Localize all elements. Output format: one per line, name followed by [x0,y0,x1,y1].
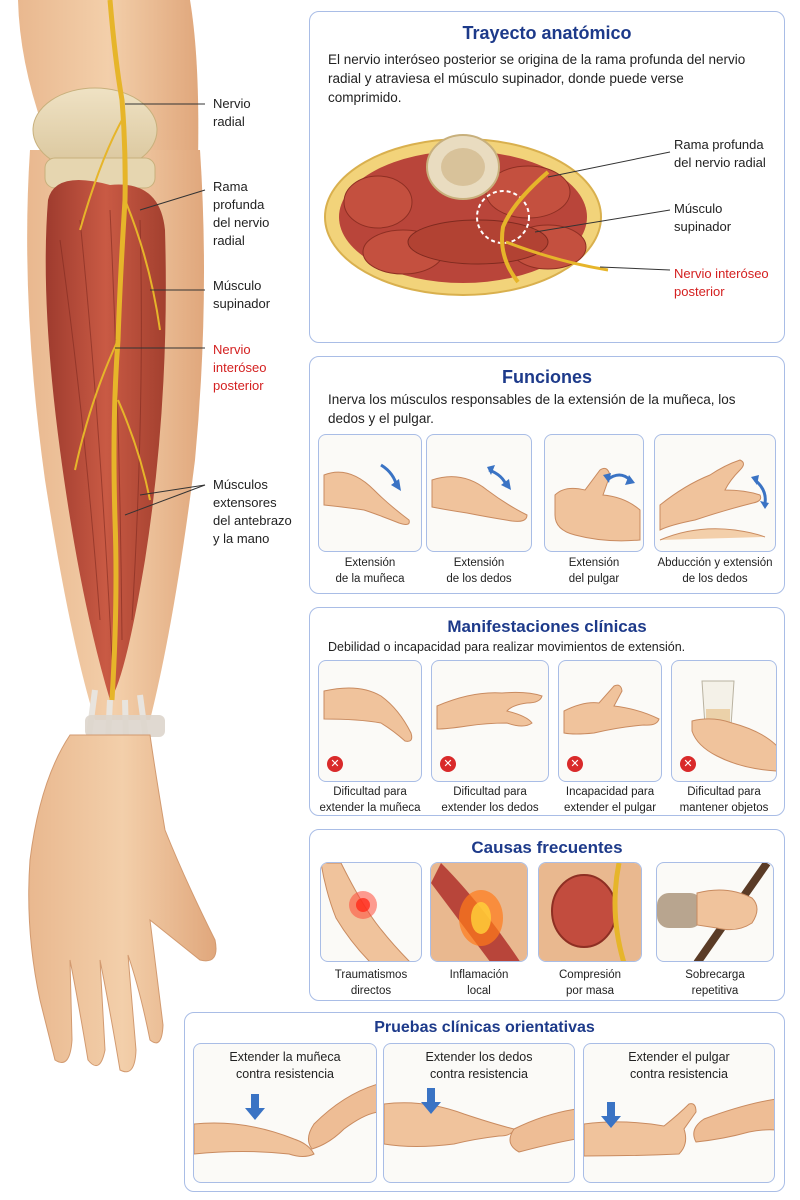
card-compresion-masa [538,862,642,962]
caption-compresion-masa: Compresión por masa [559,969,621,997]
label-rama-profunda: Rama profunda del nervio radial [213,179,270,248]
wrist-trauma-icon [321,863,410,961]
card-dificultad-dedos: ✕ [431,660,549,782]
caption-incapacidad-pulgar: Incapacidad para extender el pulgar [563,786,657,814]
card-sobrecarga [656,862,774,962]
card-prueba-dedos [383,1043,575,1183]
error-x-icon: ✕ [440,756,456,772]
label-nervio-interoseo: Nervio interóseo posterior [213,342,267,393]
card-abduccion-dedos [654,434,776,552]
xs-label-rama-profunda: Rama profunda del nervio radial [674,137,766,170]
card-extension-dedos [426,434,532,552]
flat-thumb-hand-icon [563,684,660,735]
hand-with-tool-icon [657,863,771,961]
caption-traumatismos: Traumatismos directos [334,969,408,997]
card-traumatismos [320,862,422,962]
card-prueba-muneca [193,1043,377,1183]
panel-title-manifestaciones: Manifestaciones clínicas [447,617,647,636]
manifestaciones-description: Debilidad o incapacidad para realizar mo… [328,640,686,654]
wrist-extension-hand-icon [323,463,410,525]
panel-pruebas-clinicas: Pruebas clínicas orientativas Extender l… [184,1012,785,1192]
finger-drop-hand-icon [436,691,543,730]
card-prueba-pulgar [583,1043,775,1183]
panel-causas-frecuentes: Causas frecuentes Traumatismos directos … [309,829,785,1001]
prueba-pulgar-text: Extender el pulgar contra resistencia [628,1050,730,1081]
card-inflamacion [430,862,528,962]
forearm-drawing [18,0,217,1073]
label-musculo-supinador: Músculo supinador [213,278,271,311]
caption-dificultad-muneca: Dificultad para extender la muñeca [319,786,421,814]
trayecto-description: El nervio interóseo posterior se origina… [328,52,746,105]
finger-abduction-hand-icon [659,459,769,541]
finger-resistance-test-icon [384,1088,574,1153]
card-extension-muneca [318,434,422,552]
muscle-inflammation-icon [431,863,527,961]
cross-section-illustration [324,134,609,296]
finger-extension-hand-icon [431,465,528,522]
prueba-muneca-text: Extender la muñeca contra resistencia [229,1050,341,1081]
wrist-resistance-test-icon [194,1084,376,1157]
panel-title-pruebas: Pruebas clínicas orientativas [374,1019,595,1036]
funciones-description: Inerva los músculos responsables de la e… [328,392,736,426]
card-dificultad-objetos: ✕ [671,660,777,782]
panel-manifestaciones-clinicas: Manifestaciones clínicas Debilidad o inc… [309,607,785,816]
caption-sobrecarga: Sobrecarga repetitiva [685,969,745,997]
panel-title-funciones: Funciones [501,367,592,387]
panel-title-causas: Causas frecuentes [471,838,623,857]
prueba-dedos-text: Extender los dedos contra resistencia [425,1050,533,1081]
caption-extension-dedos: Extensión de los dedos [446,557,512,585]
panel-funciones: Funciones Inerva los músculos responsabl… [309,356,785,594]
caption-extension-pulgar: Extensión del pulgar [568,557,620,585]
xs-label-interoseo: Nervio interóseo posterior [674,266,769,299]
mass-compression-icon [539,863,641,961]
thumb-resistance-test-icon [584,1098,774,1157]
caption-extension-muneca: Extensión de la muñeca [335,557,405,585]
panel-title-trayecto: Trayecto anatómico [462,23,632,43]
card-extension-pulgar [544,434,644,552]
wrist-drop-hand-icon [323,687,413,742]
card-incapacidad-pulgar: ✕ [558,660,662,782]
panel-trayecto-anatomico: Trayecto anatómico El nervio interóseo p… [309,11,785,343]
caption-dificultad-objetos: Dificultad para mantener objetos [679,786,769,814]
label-musculos-extensores: Músculos extensores del antebrazo y la m… [213,477,292,546]
label-nervio-radial: Nervio radial [213,96,251,129]
caption-dificultad-dedos: Dificultad para extender los dedos [441,786,539,814]
xs-label-supinador: Músculo supinador [674,201,732,234]
caption-inflamacion: Inflamación local [449,969,509,997]
error-x-icon: ✕ [680,756,696,772]
error-x-icon: ✕ [567,756,583,772]
hand-holding-cup-icon [691,680,776,772]
caption-abduccion-dedos: Abducción y extensión de los dedos [657,557,773,585]
card-dificultad-muneca: ✕ [318,660,422,782]
forearm-anatomy-illustration [0,0,300,1080]
thumb-extension-hand-icon [554,467,641,542]
error-x-icon: ✕ [327,756,343,772]
